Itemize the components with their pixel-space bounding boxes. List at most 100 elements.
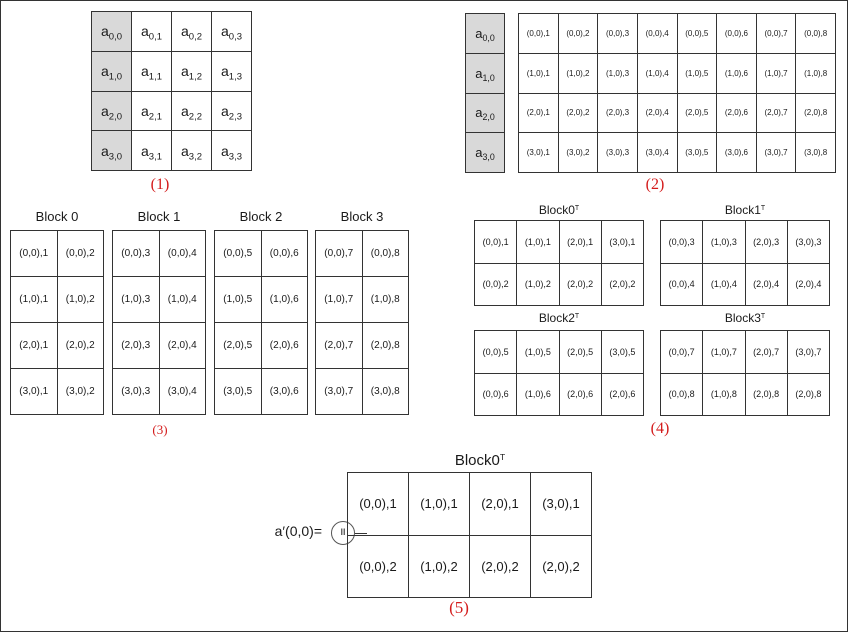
transposed-cell: (2,0),7 [744,330,788,374]
subscript: 0,3 [228,31,243,43]
grid-cell: (1,0),2 [557,52,599,94]
symbol-a: a [475,105,483,121]
grid-cell: (3,0),2 [557,132,599,173]
block-cell: (2,0),5 [214,322,262,369]
transposed-block-grid: (0,0),5(1,0),5(2,0),5(3,0),5(0,0),6(1,0)… [473,330,645,416]
grid-cell: (0,0),4 [636,13,678,54]
block-cell: (0,0),8 [361,230,409,277]
transposed-cell: (2,0),4 [744,262,788,306]
grid-cell: (3,0),5 [676,132,718,173]
grid-cell: (2,0),4 [636,92,678,134]
subscript: 2,1 [148,111,163,123]
block-cell: (3,0),1 [10,368,58,415]
caption-5: (5) [449,598,469,617]
matrix-cell: a0,1 [131,11,172,52]
shaded-cell: a1,0 [465,52,505,94]
block-cell: (0,0),1 [10,230,58,277]
matrix-cell: a0,3 [211,11,252,52]
block0t-cell: (0,0),1 [347,472,409,536]
matrix-cell: a0,2 [171,11,212,52]
transposed-cell: (0,0),1 [473,220,518,264]
subscript: 1,3 [228,71,243,83]
block-cell: (0,0),3 [112,230,160,277]
grid-cell: (0,0),2 [557,13,599,54]
transposed-cell: (2,0),6 [600,372,645,416]
grid-cell: (0,0),7 [755,13,797,54]
grid-cell: (0,0),6 [716,13,757,54]
matrix-cell: a3,1 [131,130,172,171]
subscript: 0,0 [108,31,123,43]
grid-cell: (0,0),5 [676,13,718,54]
shaded-cell: a2,0 [465,92,505,134]
symbol-a: a [220,23,229,40]
symbol-a: a [100,102,109,119]
transposed-cell: (1,0),4 [702,262,746,306]
subscript: 2,0 [482,112,495,123]
block0t-cell: (1,0),1 [408,472,470,536]
subscript: 2,3 [228,111,243,123]
block0t-cell: (2,0),2 [530,534,592,598]
subscript: 3,0 [108,150,123,162]
block-cell: (2,0),6 [260,322,308,369]
symbol-a: a [100,142,109,159]
transposed-cell: (0,0),7 [659,330,704,374]
block-cell: (1,0),2 [56,276,104,323]
block-cell: (2,0),2 [56,322,104,369]
subscript: 0,2 [188,31,203,43]
grid-cell: (1,0),3 [597,52,638,94]
transposed-block-grid: (0,0),7(1,0),7(2,0),7(3,0),7(0,0),8(1,0)… [659,330,831,416]
block-cell: (3,0),3 [112,368,160,415]
subscript: 3,2 [188,150,203,162]
transposed-cell: (2,0),5 [558,330,602,374]
transposed-cell: (1,0),2 [516,262,560,306]
transposed-block-title: Block0T [538,203,580,217]
block-cell: (1,0),1 [10,276,58,323]
block0t-title: Block0T [454,452,506,469]
matrix-cell: a2,2 [171,90,212,132]
block-cell: (1,0),3 [112,276,160,323]
transposed-cell: (2,0),2 [558,262,602,306]
subscript: 3,3 [228,150,243,162]
symbol-a: a [475,25,483,41]
grid-cell: (3,0),1 [518,132,559,173]
block-cell: (0,0),6 [260,230,308,277]
subscript: 1,0 [108,71,123,83]
grid-cell: (0,0),3 [597,13,638,54]
grid-cell: (3,0),3 [597,132,638,173]
matrix-cell: a1,1 [131,50,172,92]
block-cell: (2,0),1 [10,322,58,369]
grid-cell: (2,0),8 [795,92,836,134]
matrix-cell: a2,1 [131,90,172,132]
subscript: 1,1 [148,71,163,83]
matrix-cell: a3,0 [91,130,132,171]
shaded-cell: a0,0 [465,13,505,54]
subscript: 2,0 [108,111,123,123]
grid-cell: (0,0),8 [795,13,836,54]
symbol-a: a [475,145,483,161]
grid-cell: (1,0),1 [518,52,559,94]
block-title: Block 1 [137,209,181,224]
block-grid: (0,0),7(0,0),8(1,0),7(1,0),8(2,0),7(2,0)… [315,230,409,415]
block0t-cell: (2,0),2 [469,534,531,598]
subscript: 0,1 [148,31,163,43]
matrix-cell: a0,0 [91,11,132,52]
transposed-cell: (2,0),4 [786,262,831,306]
caption-1: (1) [150,176,170,193]
block-grid: (0,0),5(0,0),6(1,0),5(1,0),6(2,0),5(2,0)… [214,230,308,415]
grid-cell: (1,0),8 [795,52,836,94]
grid-cell: (3,0),6 [716,132,757,173]
transposed-cell: (3,0),3 [786,220,831,264]
symbol-a: a [180,23,189,40]
block-cell: (3,0),8 [361,368,409,415]
block-cell: (0,0),7 [315,230,363,277]
equation-label: a′(0,0)= [274,523,322,539]
subscript: 3,0 [482,152,495,163]
matrix-cell: a3,2 [171,130,212,171]
transposed-cell: (1,0),5 [516,330,560,374]
subscript: 0,0 [482,32,495,43]
transposed-cell: (3,0),5 [600,330,645,374]
transposed-cell: (0,0),6 [473,372,518,416]
block-cell: (2,0),8 [361,322,409,369]
block-cell: (1,0),4 [158,276,206,323]
